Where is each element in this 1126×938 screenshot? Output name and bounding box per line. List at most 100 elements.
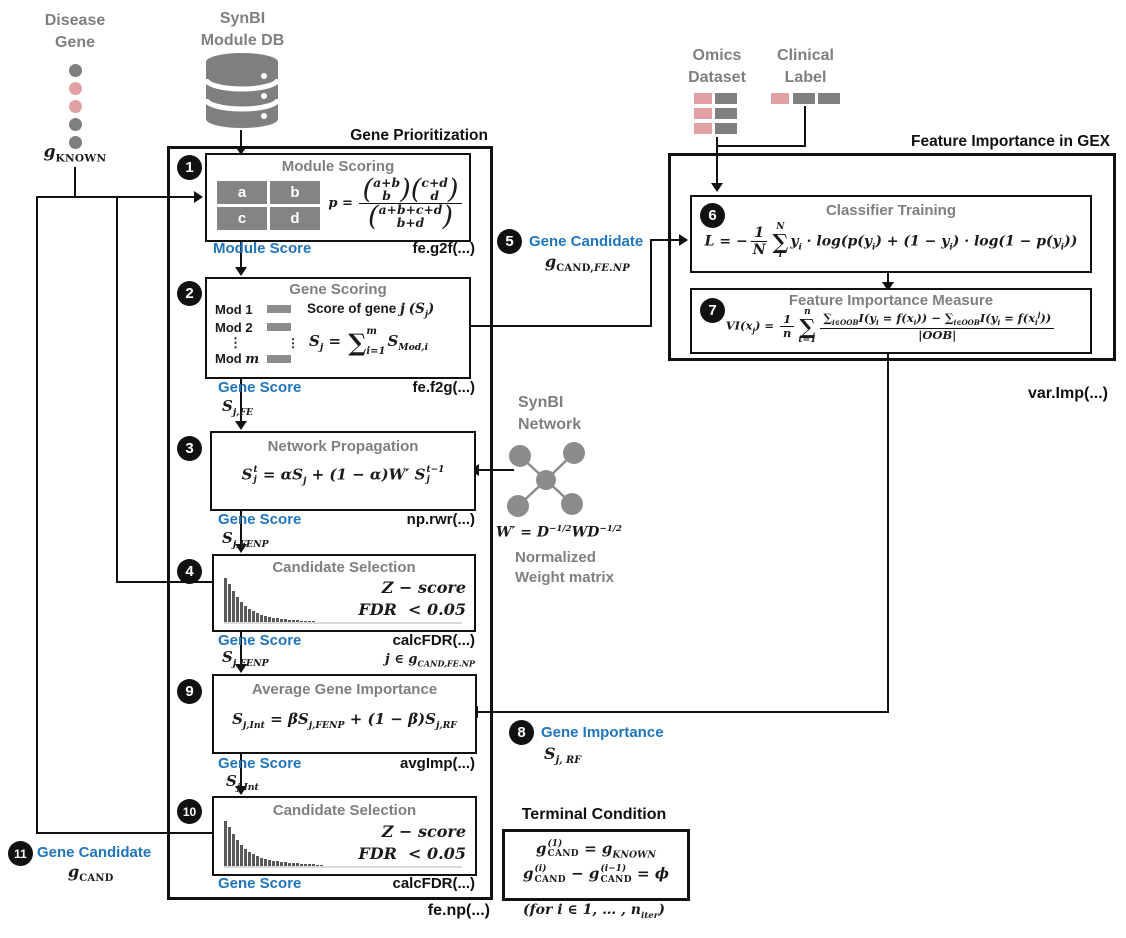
step8-symbol: Sj, RF <box>544 744 582 767</box>
histogram-bar <box>232 834 235 867</box>
histogram-bar <box>244 606 247 624</box>
histogram-bar <box>252 854 255 867</box>
weight-matrix-equation: W′ = D−1/2WD−1/2 <box>496 524 622 541</box>
omics-dataset-label: Omics Dataset <box>688 47 746 86</box>
histogram-bar <box>236 840 239 867</box>
histogram-bar <box>288 863 291 867</box>
histogram-bar <box>284 862 287 867</box>
synbi-network-label: SynBI Network <box>518 394 582 433</box>
mod-row-label: Mod m <box>215 351 260 367</box>
histogram-bar <box>268 860 271 867</box>
feature-importance-title: Feature Importance in GEX <box>911 133 1110 150</box>
histogram-bar <box>284 619 287 624</box>
histogram-bar <box>280 619 283 624</box>
histogram-bar <box>260 615 263 624</box>
step10-function: calcFDR(...) <box>392 875 475 892</box>
terminal-condition-title: Terminal Condition <box>521 806 667 823</box>
contingency-table-icon: a b c d <box>217 181 323 233</box>
histogram-bar <box>292 863 295 867</box>
connector-step7-down <box>887 350 889 713</box>
histogram-bar <box>248 852 251 867</box>
connector-step2-out <box>467 325 652 327</box>
step4-membership: j ∈ gCAND,FE.NP <box>384 652 475 669</box>
histogram-bar <box>232 591 235 624</box>
step4-title: Candidate Selection <box>272 559 416 576</box>
step3-title: Network Propagation <box>267 438 419 455</box>
terminal-caption: (for i ∈ 1, … , niter) <box>523 902 665 921</box>
histogram-bar <box>240 602 243 624</box>
step7-number: 7 <box>700 298 725 323</box>
step10-output-label: Gene Score <box>218 875 302 892</box>
arrow-db-step1 <box>235 146 247 155</box>
step4-zscore: Z − score <box>381 578 466 597</box>
histogram-bar <box>256 856 259 867</box>
connector-step6-step7 <box>887 269 889 284</box>
mod-bar-icon <box>267 305 291 313</box>
connector-step2-step3 <box>240 375 242 423</box>
step9-title: Average Gene Importance <box>251 681 438 698</box>
mod-row-label: Mod 2 <box>215 319 253 335</box>
histogram-bar <box>224 578 227 624</box>
histogram-bar <box>252 611 255 624</box>
connector-network-step3 <box>478 469 514 471</box>
step1-number: 1 <box>177 155 202 180</box>
terminal-line1: g(1)CAND = gKNOWN <box>535 839 657 861</box>
connector-step3-step4 <box>240 507 242 546</box>
step4-fdr: FDR < 0.05 <box>358 600 466 619</box>
histogram-bar <box>224 821 227 867</box>
gene-dot-icon <box>69 100 82 113</box>
step3-output-label: Gene Score <box>218 511 302 528</box>
histogram-bar <box>268 617 271 624</box>
histogram-bar <box>308 864 311 867</box>
step1-function: fe.g2f(...) <box>412 240 476 257</box>
histogram-bar <box>264 616 267 624</box>
clinical-label-label: Clinical Label <box>777 47 834 86</box>
connector-step1-step2 <box>240 238 242 269</box>
score-histogram <box>224 578 324 624</box>
table-cell-c: c <box>217 207 267 230</box>
connector-clinical-down <box>804 106 806 147</box>
step10-title: Candidate Selection <box>272 802 417 819</box>
histogram-bar <box>296 863 299 867</box>
connector-step10-to-feedback <box>36 832 212 834</box>
omics-grid-icon <box>694 93 740 139</box>
histogram-bar <box>236 597 239 624</box>
step11-label: Gene Candidate <box>37 844 152 861</box>
terminal-line2: g(i)CAND − g(i−1)CAND = ϕ <box>523 864 669 885</box>
network-icon <box>500 438 592 529</box>
histogram-bar <box>228 584 231 624</box>
arrow-into-step1 <box>194 191 203 203</box>
connector-into-step6-left <box>650 239 681 241</box>
clinical-row-icon <box>771 93 841 105</box>
step2-output-symbol: Sj,FE <box>222 397 254 418</box>
step4-output-label: Gene Score <box>218 632 302 649</box>
histogram-bar <box>256 613 259 624</box>
table-cell-b: b <box>270 181 320 204</box>
arrow-step3-step4 <box>235 544 247 553</box>
step5-symbol: gCAND,FE.NP <box>545 252 631 275</box>
connector-feedback-vertical <box>36 196 38 834</box>
step6-number: 6 <box>700 203 725 228</box>
step10-zscore: Z − score <box>381 822 466 841</box>
step6-title: Classifier Training <box>825 202 957 219</box>
step2-number: 2 <box>177 281 202 306</box>
connector-step9-step10 <box>240 750 242 788</box>
step7-title: Feature Importance Measure <box>788 292 994 309</box>
step2-output-label: Gene Score <box>218 379 302 396</box>
step10-fdr: FDR < 0.05 <box>358 844 466 863</box>
arrow-step4-step9 <box>235 664 247 673</box>
step4-candidate-selection-box: Candidate Selection Z − score FDR < 0.05 <box>212 554 476 632</box>
histogram-bar <box>300 864 303 867</box>
table-cell-a: a <box>217 181 267 204</box>
step2-caption: Score of gene j (Sj) <box>307 301 435 319</box>
step11-number: 11 <box>8 841 33 866</box>
fe-np-function-label: fe.np(...) <box>427 902 490 919</box>
